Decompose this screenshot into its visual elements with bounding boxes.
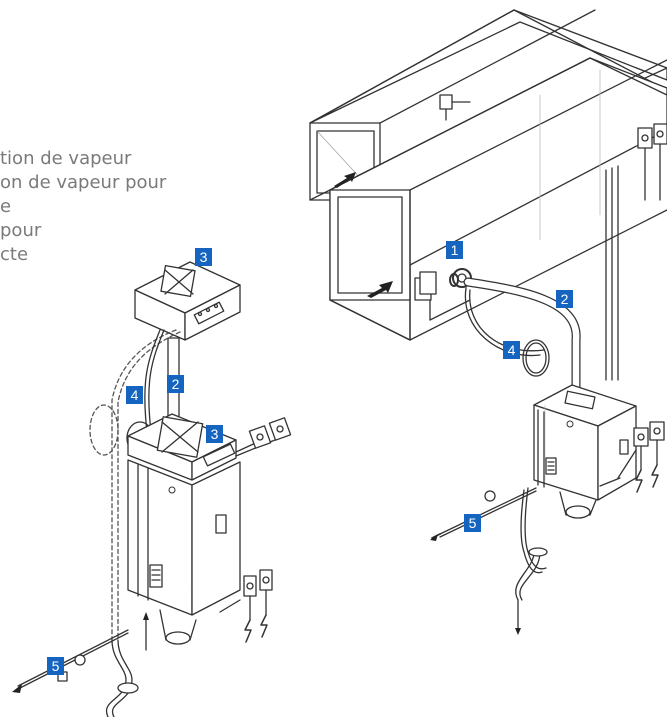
distributor-box-left	[134, 261, 241, 341]
marker-4-condensate-left: 4	[130, 387, 139, 403]
legend-line-2: on de vapeur pour	[0, 172, 167, 193]
duct-switches-top-right	[637, 123, 667, 201]
marker-2-steam-pipe-left: 2	[171, 376, 180, 392]
airflow-out-arrow	[334, 172, 356, 188]
marker-squares	[47, 241, 573, 675]
marker-5-water-right: 5	[468, 515, 477, 531]
humidifier-right	[533, 384, 637, 519]
water-supply-left	[12, 612, 149, 717]
marker-4-condensate-right: 4	[507, 342, 516, 358]
duct-humidistat	[439, 94, 471, 121]
legend-line-5: cte	[0, 244, 29, 265]
humidifier-left	[127, 413, 241, 645]
dashed-loop-left	[89, 404, 119, 456]
lower-duct	[329, 57, 667, 341]
marker-2-steam-hose-right: 2	[560, 291, 569, 307]
duct-control-box	[414, 271, 471, 321]
condensate-loop-right	[522, 339, 550, 377]
switches-left-top	[248, 417, 292, 449]
water-supply-right	[430, 487, 548, 635]
legend-line-4: pour	[0, 220, 42, 241]
switches-left-bottom	[219, 569, 273, 643]
legend-line-3: e	[0, 196, 12, 217]
marker-5-water-left: 5	[51, 658, 60, 674]
switches-right	[599, 421, 665, 493]
marker-3-humidifier-left: 3	[210, 426, 219, 442]
dashed-pipe-left	[111, 329, 177, 641]
legend-line-1: tion de vapeur	[0, 148, 132, 169]
marker-1-distributor: 1	[450, 242, 459, 258]
airflow-in-arrow	[367, 281, 393, 298]
marker-3-box-top: 3	[199, 249, 208, 265]
